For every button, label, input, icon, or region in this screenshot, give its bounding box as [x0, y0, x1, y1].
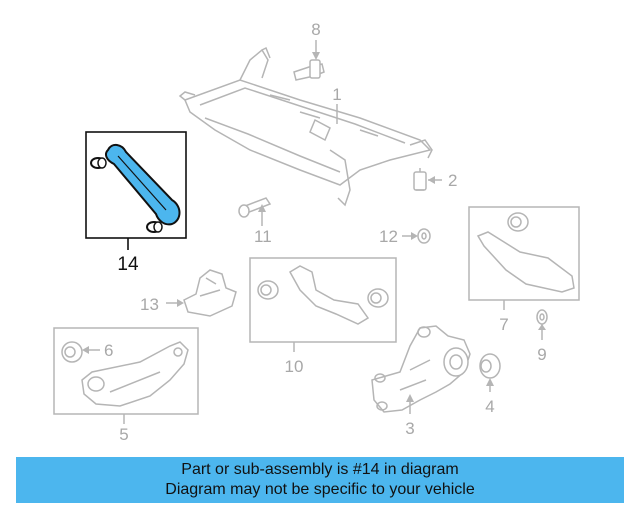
part-5-trailing-arm[interactable]: 5	[53, 327, 199, 444]
part-2-bolt[interactable]: 2	[413, 168, 457, 191]
part-14-box	[85, 131, 187, 239]
callout-12: 12	[379, 227, 398, 246]
callout-3: 3	[405, 419, 414, 438]
part-1-crossmember[interactable]: 1	[178, 46, 433, 207]
part-10-upper-arm[interactable]: 10	[249, 257, 397, 376]
info-banner: Part or sub-assembly is #14 in diagram D…	[16, 457, 624, 503]
banner-line-1: Part or sub-assembly is #14 in diagram	[181, 461, 459, 478]
callout-14: 14	[117, 254, 139, 275]
part-13-mount[interactable]: 13	[140, 269, 237, 317]
part-6-bushing[interactable]: 6	[82, 341, 113, 360]
part-7-lower-arm[interactable]: 7	[468, 206, 580, 334]
callout-11: 11	[254, 227, 272, 246]
callout-5: 5	[119, 425, 128, 444]
part-8-bolt[interactable]: 8	[293, 20, 325, 81]
part-12-washer[interactable]: 12	[379, 227, 431, 246]
callout-7: 7	[499, 315, 508, 334]
part-14-bushing-right	[146, 221, 163, 233]
part-14-bushing-left	[90, 157, 107, 169]
callout-10: 10	[285, 357, 304, 376]
callout-4: 4	[485, 397, 494, 416]
part-11-bolt[interactable]: 11	[238, 197, 272, 246]
part-4-bushing[interactable]: 4	[479, 353, 501, 416]
callout-6: 6	[104, 341, 113, 360]
callout-2: 2	[448, 171, 457, 190]
callout-1: 1	[332, 85, 341, 104]
part-3-knuckle[interactable]: 3	[371, 325, 471, 438]
callout-13: 13	[140, 295, 159, 314]
part-14-group[interactable]: 14	[85, 131, 187, 275]
part-9-washer[interactable]: 9	[536, 309, 548, 364]
banner-line-2: Diagram may not be specific to your vehi…	[165, 481, 475, 498]
callout-8: 8	[311, 20, 320, 39]
callout-9: 9	[537, 345, 546, 364]
parts-diagram: 14 1 8 2 11	[53, 20, 580, 444]
